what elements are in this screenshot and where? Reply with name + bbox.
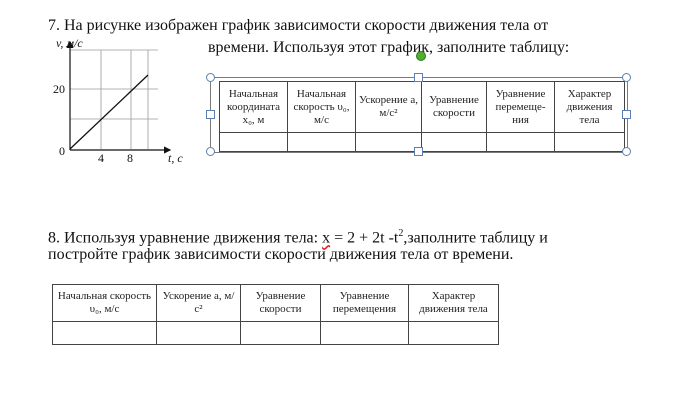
q8-cell[interactable] [408, 321, 499, 345]
q7-cell[interactable] [219, 132, 288, 152]
velocity-time-graph: v, м/с 20 0 4 8 t, с [48, 36, 198, 168]
resize-handle-bottom-right[interactable] [622, 147, 631, 156]
q7-header-initial-velocity: Начальная скорость υ₀, м/с [287, 81, 356, 133]
resize-handle-bottom-left[interactable] [206, 147, 215, 156]
q8-table-answer-row[interactable] [52, 321, 499, 345]
q8-table-header-row: Начальная скорость υ₀, м/с Ускорение a, … [52, 284, 499, 322]
resize-handle-top-right[interactable] [622, 73, 631, 82]
q8-header-initial-velocity: Начальная скорость υ₀, м/с [52, 284, 157, 322]
q7-cell[interactable] [486, 132, 555, 152]
q8-cell[interactable] [240, 321, 321, 345]
equation-variable: x [322, 229, 331, 247]
q8-cell[interactable] [52, 321, 157, 345]
q8-header-displacement-equation: Уравнение перемещения [320, 284, 409, 322]
q8-header-motion-type: Характер движения тела [408, 284, 499, 322]
q8-header-acceleration: Ускорение a, м/с² [156, 284, 241, 322]
q7-cell[interactable] [355, 132, 422, 152]
x-tick-8: 8 [127, 151, 133, 165]
q7-header-motion-type: Характер движения тела [554, 81, 625, 133]
q8-line2: постройте график зависимости скорости дв… [48, 246, 514, 263]
q7-table[interactable]: Начальная координата x₀, м Начальная ско… [219, 81, 625, 152]
resize-handle-right[interactable] [622, 110, 631, 119]
q8-cell[interactable] [156, 321, 241, 345]
velocity-line [69, 74, 149, 150]
x-tick-4: 4 [98, 151, 104, 165]
q7-table-header-row: Начальная координата x₀, м Начальная ско… [219, 81, 625, 133]
origin-label: 0 [59, 144, 65, 158]
resize-handle-bottom[interactable] [414, 147, 423, 156]
y-tick-20: 20 [53, 82, 65, 96]
resize-handle-top[interactable] [414, 73, 423, 82]
rotate-handle[interactable] [416, 51, 426, 61]
q7-header-displacement-equation: Уравнение перемеще-ния [486, 81, 555, 133]
resize-handle-top-left[interactable] [206, 73, 215, 82]
resize-handle-left[interactable] [206, 110, 215, 119]
y-axis-label: v, м/с [56, 36, 83, 50]
q7-line1: 7. На рисунке изображен график зависимос… [48, 17, 549, 34]
q8-header-velocity-equation: Уравнение скорости [240, 284, 321, 322]
q7-cell[interactable] [287, 132, 356, 152]
q7-cell[interactable] [421, 132, 487, 152]
q7-line2: времени. Используя этот график, заполнит… [208, 39, 570, 56]
x-axis-label: t, с [168, 151, 183, 165]
q8-table[interactable]: Начальная скорость υ₀, м/с Ускорение a, … [52, 284, 499, 345]
q7-header-initial-coordinate: Начальная координата x₀, м [219, 81, 288, 133]
q7-header-acceleration: Ускорение a, м/с² [355, 81, 422, 133]
q7-table-answer-row[interactable] [219, 132, 625, 152]
q7-cell[interactable] [554, 132, 625, 152]
q8-cell[interactable] [320, 321, 409, 345]
q7-header-velocity-equation: Уравнение скорости [421, 81, 487, 133]
q8-line1: 8. Используя уравнение движения тела: x … [48, 228, 548, 247]
